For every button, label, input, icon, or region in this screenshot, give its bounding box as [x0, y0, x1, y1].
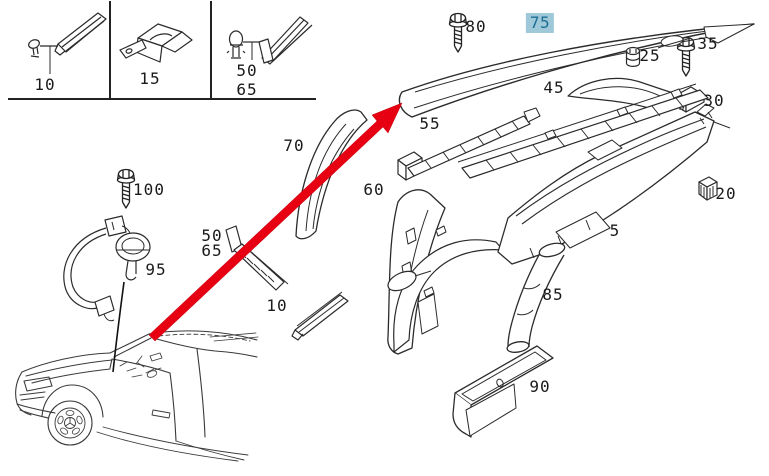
part-label-90[interactable]: 90 [529, 377, 551, 396]
part-25-sleeve-drawing [625, 46, 641, 67]
leader-line-95 [112, 281, 125, 373]
part-label-75-selected[interactable]: 75 [525, 13, 555, 33]
part-label-60[interactable]: 60 [363, 180, 385, 199]
part-45-panel-drawing [457, 77, 709, 179]
part-55-grille-drawing [397, 107, 541, 181]
part-label-55[interactable]: 55 [419, 114, 441, 133]
screw-100-drawing [116, 168, 136, 209]
part-10-inset-drawing [28, 12, 107, 74]
screw-80-drawing [448, 12, 468, 53]
part-10-mid-drawing [291, 291, 349, 341]
part-label-35[interactable]: 35 [697, 34, 719, 53]
part-label-25[interactable]: 25 [639, 46, 661, 65]
part-20-clip-drawing [698, 176, 718, 201]
part-75-trim-drawing [398, 23, 755, 118]
part-label-20[interactable]: 20 [715, 184, 737, 203]
part-5-carrier-drawing [497, 103, 731, 265]
center-duct-drawing [387, 239, 504, 353]
part-label-100[interactable]: 100 [133, 180, 165, 199]
part-95-sensor-drawing [63, 215, 151, 322]
part-85-duct-drawing [506, 242, 566, 353]
part-label-85[interactable]: 85 [542, 285, 564, 304]
inset-box-frame [8, 1, 316, 100]
part-label-10-mid[interactable]: 10 [266, 296, 288, 315]
part-label-65-inset[interactable]: 65 [236, 80, 258, 99]
part-label-95[interactable]: 95 [145, 260, 167, 279]
car-drawing [15, 330, 259, 462]
part-label-30[interactable]: 30 [703, 91, 725, 110]
part-label-15-inset[interactable]: 15 [139, 69, 161, 88]
part-label-45[interactable]: 45 [543, 78, 565, 97]
part-70-pillar-drawing [295, 109, 368, 240]
part-label-5[interactable]: 5 [609, 221, 621, 240]
arrow-to-part-75 [148, 102, 403, 342]
part-90-panel-drawing [452, 345, 554, 438]
part-label-50-inset[interactable]: 50 [236, 61, 258, 80]
part-15-inset-drawing [119, 23, 193, 63]
part-50-65-inset-drawing [226, 16, 313, 65]
part-label-50-mid[interactable]: 50 [201, 226, 223, 245]
part-label-80[interactable]: 80 [465, 17, 487, 36]
part-label-65-mid[interactable]: 65 [201, 241, 223, 260]
part-label-70[interactable]: 70 [283, 136, 305, 155]
part-label-10-inset[interactable]: 10 [34, 75, 56, 94]
